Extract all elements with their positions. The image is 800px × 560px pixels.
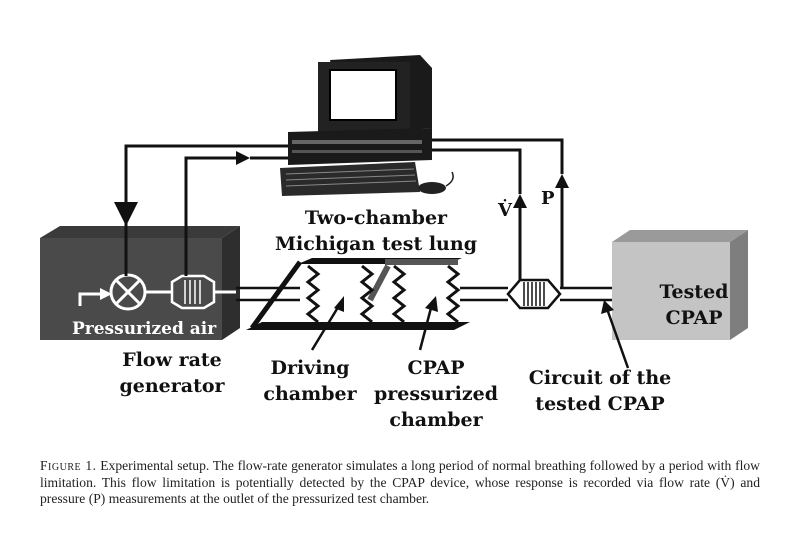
- pressurized-air-label: Pressurized air: [72, 319, 217, 339]
- measurement-signal-lines: [432, 138, 569, 288]
- generator-flow-sensor-icon: [170, 274, 236, 310]
- generator-outlet-pipe: [236, 286, 300, 302]
- flow-rate-generator-label-line2: generator: [119, 375, 225, 397]
- circuit-label-line2: tested CPAP: [535, 393, 664, 415]
- tested-cpap-label-line2: CPAP: [665, 307, 722, 329]
- computer-icon: [280, 55, 454, 196]
- air-inlet-arrow-icon: [78, 288, 172, 306]
- driving-chamber-label-line1: Driving: [270, 357, 349, 379]
- figure-caption-label: Figure 1.: [40, 458, 97, 473]
- figure-caption: Figure 1. Experimental setup. The flow-r…: [40, 458, 760, 508]
- test-lung-title-line1: Two-chamber: [305, 207, 448, 229]
- cpap-chamber-label-line1: CPAP: [407, 357, 464, 379]
- test-lung-title-line2: Michigan test lung: [275, 233, 477, 255]
- outlet-flow-sensor-icon: [506, 278, 562, 310]
- test-lung-outlet-pipe: [460, 286, 508, 302]
- cpap-chamber-label-line2: pressurized: [374, 383, 498, 405]
- flow-symbol-label: V̇: [497, 199, 513, 221]
- figure-caption-text: Experimental setup. The flow-rate genera…: [40, 458, 760, 506]
- control-signal-lines: [114, 144, 288, 276]
- tested-cpap-label-line1: Tested: [660, 281, 729, 303]
- driving-chamber-label-line2: chamber: [263, 383, 357, 405]
- valve-icon: [109, 273, 147, 311]
- circuit-label-line1: Circuit of the: [529, 367, 671, 389]
- test-lung: [246, 258, 470, 330]
- pressure-symbol-label: P: [541, 188, 555, 209]
- flow-rate-generator-label-line1: Flow rate: [122, 349, 222, 371]
- label-pointer-lines: [310, 296, 630, 369]
- cpap-chamber-label-line3: chamber: [389, 409, 483, 431]
- tested-cpap-box: [612, 230, 748, 340]
